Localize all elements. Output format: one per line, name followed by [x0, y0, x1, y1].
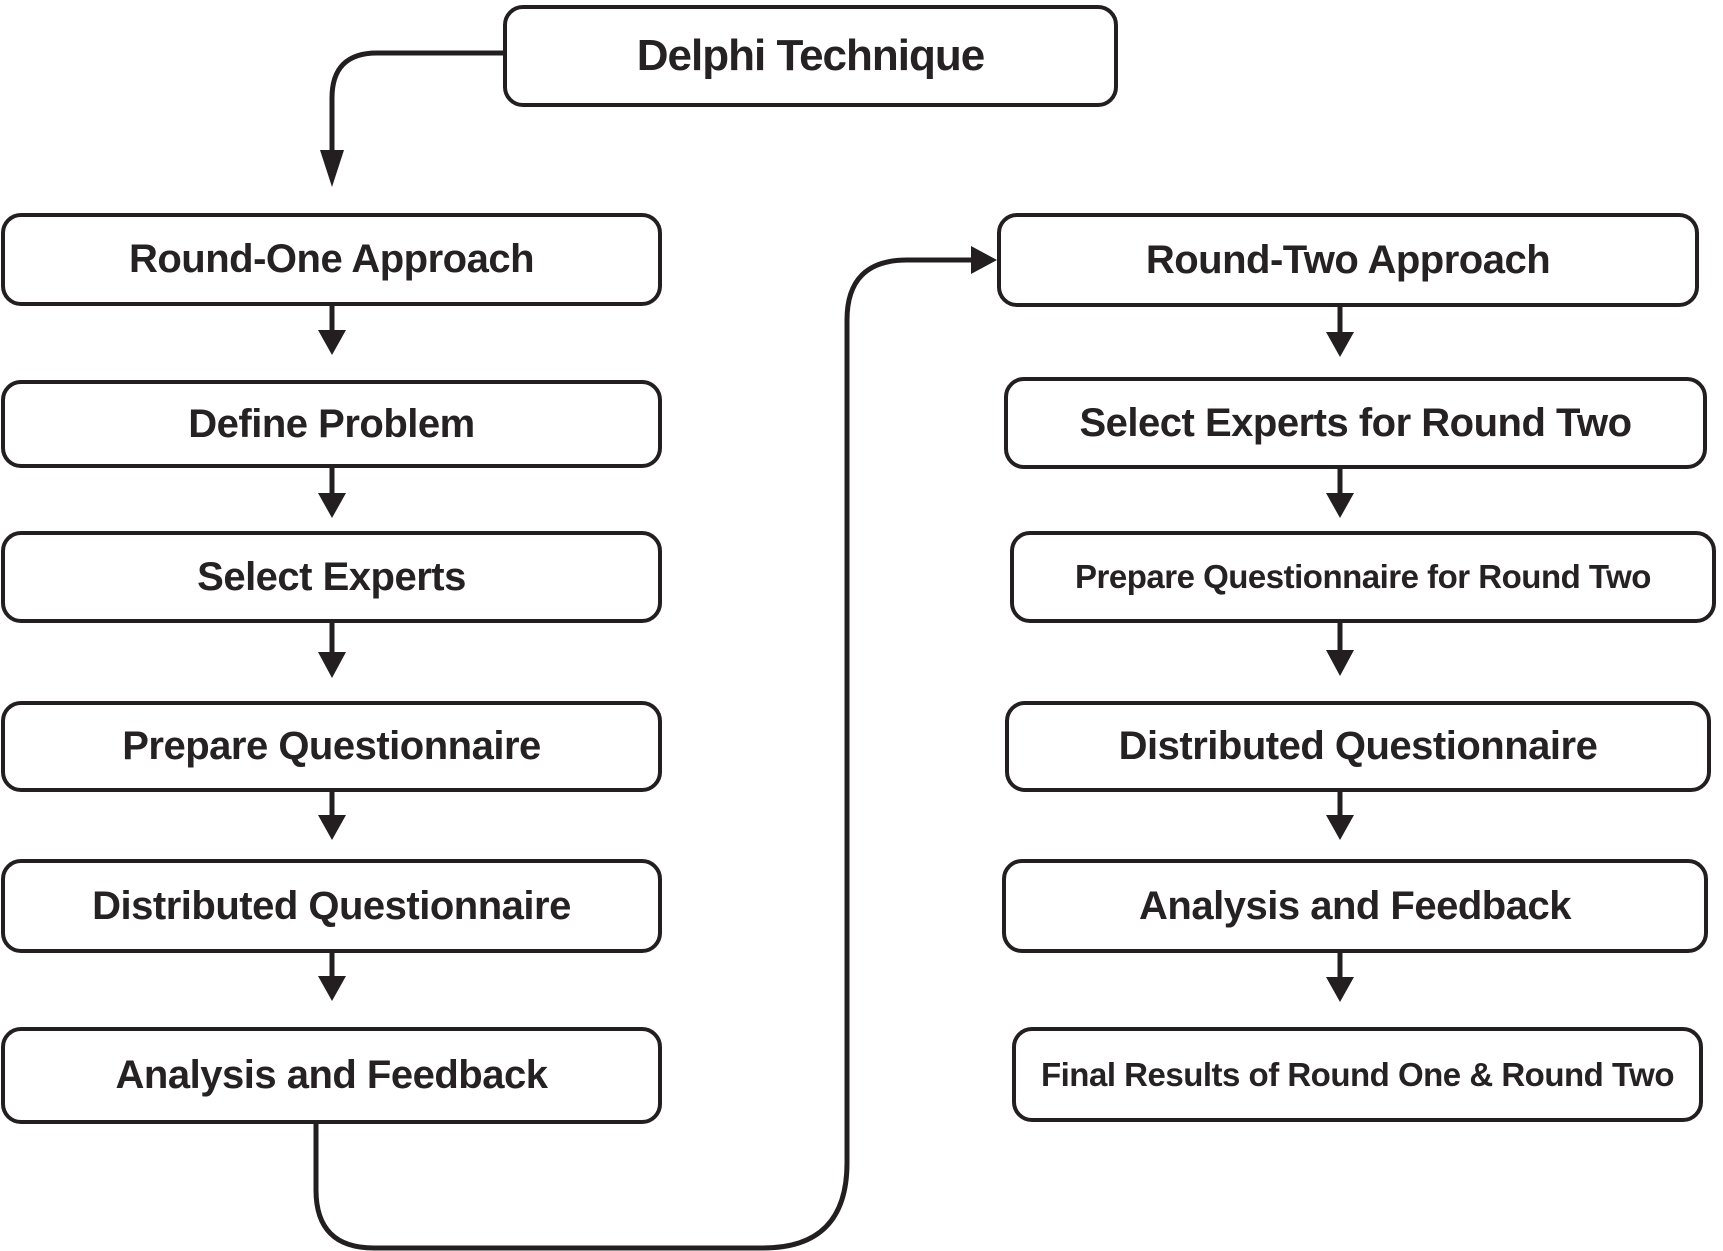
node-round-one-approach: Round-One Approach [1, 213, 662, 306]
node-prepare-questionnaire: Prepare Questionnaire [1, 701, 662, 792]
node-label: Select Experts [197, 554, 466, 599]
arrowhead-down-icon [320, 150, 344, 187]
node-label: Round-One Approach [128, 237, 535, 281]
node-label: Round-Two Approach [1145, 237, 1551, 282]
connector-feedback-loop [313, 257, 972, 1251]
node-label: Delphi Technique [636, 31, 985, 80]
node-prepare-questionnaire-round-two: Prepare Questionnaire for Round Two [1010, 531, 1716, 623]
node-select-experts-round-two: Select Experts for Round Two [1004, 377, 1707, 469]
node-label: Distributed Questionnaire [1118, 724, 1598, 768]
node-label: Prepare Questionnaire for Round Two [1075, 558, 1651, 595]
node-label: Analysis and Feedback [1139, 883, 1571, 928]
arrowhead-down-icon [318, 815, 346, 840]
node-analysis-and-feedback: Analysis and Feedback [1, 1027, 662, 1124]
node-label: Distributed Questionnaire [92, 883, 571, 928]
arrowhead-down-icon [318, 493, 346, 518]
node-define-problem: Define Problem [1, 380, 662, 468]
node-analysis-and-feedback-round-two: Analysis and Feedback [1002, 859, 1708, 953]
node-label: Define Problem [188, 401, 475, 446]
arrowhead-down-icon [1326, 815, 1354, 840]
arrowhead-down-icon [318, 652, 346, 678]
arrowhead-down-icon [1326, 332, 1354, 357]
arrowhead-down-icon [1326, 650, 1354, 676]
node-distributed-questionnaire: Distributed Questionnaire [1, 859, 662, 953]
connector-delphi-to-round-one [329, 50, 503, 151]
node-delphi-technique: Delphi Technique [503, 5, 1118, 107]
node-label: Analysis and Feedback [115, 1053, 548, 1097]
node-distributed-questionnaire-round-two: Distributed Questionnaire [1005, 701, 1711, 792]
arrowhead-down-icon [1326, 493, 1354, 518]
arrowhead-right-icon [971, 246, 997, 274]
node-label: Final Results of Round One & Round Two [1040, 1055, 1675, 1093]
node-round-two-approach: Round-Two Approach [997, 213, 1699, 307]
arrowhead-down-icon [318, 330, 346, 355]
arrowhead-down-icon [318, 976, 346, 1001]
arrowhead-down-icon [1326, 977, 1354, 1002]
node-final-results: Final Results of Round One & Round Two [1012, 1027, 1703, 1122]
node-label: Prepare Questionnaire [122, 724, 541, 768]
node-label: Select Experts for Round Two [1079, 400, 1633, 445]
node-select-experts: Select Experts [1, 531, 662, 623]
